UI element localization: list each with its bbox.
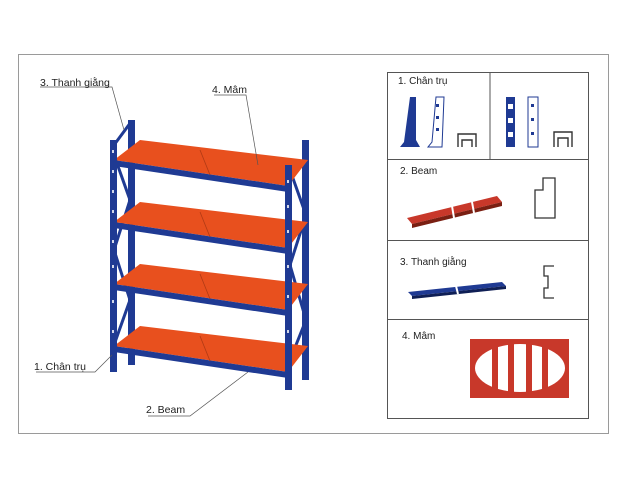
beam-icon (407, 196, 502, 228)
callout-upright: 1. Chân trụ (34, 361, 86, 373)
shelf-3 (114, 264, 308, 316)
front-uprights (110, 140, 292, 390)
part-title-deck: 4. Mâm (402, 331, 436, 342)
callout-deck: 4. Mâm (212, 84, 248, 96)
shelf-4 (114, 326, 308, 378)
panel-divider (489, 72, 491, 160)
part-title-brace: 3. Thanh giằng (400, 257, 467, 268)
brace-profile-icon (543, 265, 554, 299)
callout-brace: 3. Thanh giằng (40, 77, 110, 89)
part-title-upright: 1. Chân trụ (398, 76, 448, 87)
back-uprights (128, 120, 309, 380)
upright-variant-icon (506, 96, 573, 148)
shelf-1 (114, 140, 308, 192)
part-panel-brace (387, 240, 589, 320)
part-panel-upright (387, 72, 589, 160)
part-title-beam: 2. Beam (400, 166, 438, 177)
shelf-2 (114, 202, 308, 254)
upright-icon (400, 96, 477, 148)
brace-icon (408, 282, 506, 299)
diagram-frame (18, 54, 609, 434)
callout-beam: 2. Beam (146, 404, 186, 416)
deck-icon (470, 339, 569, 398)
beam-profile-icon (534, 177, 556, 219)
leader-lines (36, 86, 259, 417)
